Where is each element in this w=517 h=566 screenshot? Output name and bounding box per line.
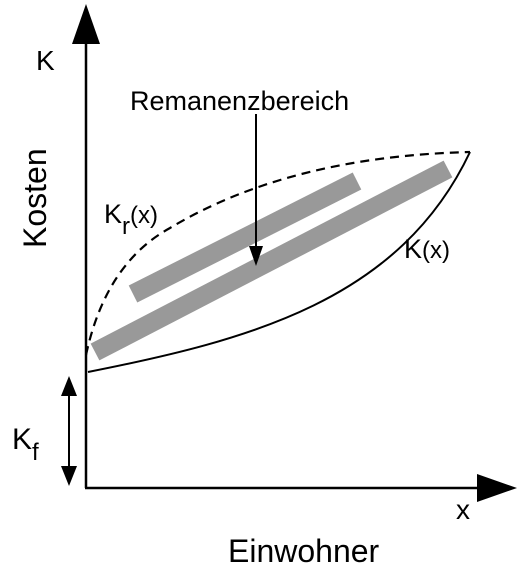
- curve-label-kr-main: K: [104, 199, 122, 229]
- fixed-cost-arrowhead-up: [61, 376, 77, 396]
- curve-label-k: K(x): [404, 234, 450, 264]
- fixed-cost-label-main: K: [12, 423, 32, 456]
- upper-gray-band: [128, 172, 362, 303]
- fixed-cost-arrowhead-down: [61, 466, 77, 486]
- curve-label-kr: Kr(x): [104, 199, 158, 240]
- curves: [84, 150, 471, 373]
- annotation-arrow: [249, 114, 263, 266]
- curve-label-kr-sub: r: [122, 213, 130, 240]
- y-axis-title: Kosten: [17, 148, 53, 248]
- lower-gray-band: [90, 160, 453, 361]
- x-axis-title: Einwohner: [228, 533, 380, 566]
- y-axis-arrowhead: [72, 4, 100, 44]
- fixed-cost-label-sub: f: [32, 439, 39, 466]
- curve-label-kr-arg: (x): [130, 202, 158, 229]
- curve-label-k-arg: (x): [422, 237, 450, 264]
- fixed-cost-label: Kf: [12, 423, 39, 466]
- kr-curve-dashed: [84, 150, 471, 356]
- curve-label-k-main: K: [404, 234, 422, 264]
- annotation-remanenzbereich: Remanenzbereich: [130, 86, 349, 116]
- y-axis-letter: K: [36, 45, 55, 76]
- remanence-bands: [90, 160, 453, 361]
- axes: [72, 4, 517, 502]
- fixed-cost-double-arrow: [61, 376, 77, 486]
- x-axis-arrowhead: [477, 474, 517, 502]
- x-axis-letter: x: [456, 494, 470, 525]
- k-curve-solid: [87, 151, 471, 373]
- annotation-arrowhead: [249, 246, 263, 266]
